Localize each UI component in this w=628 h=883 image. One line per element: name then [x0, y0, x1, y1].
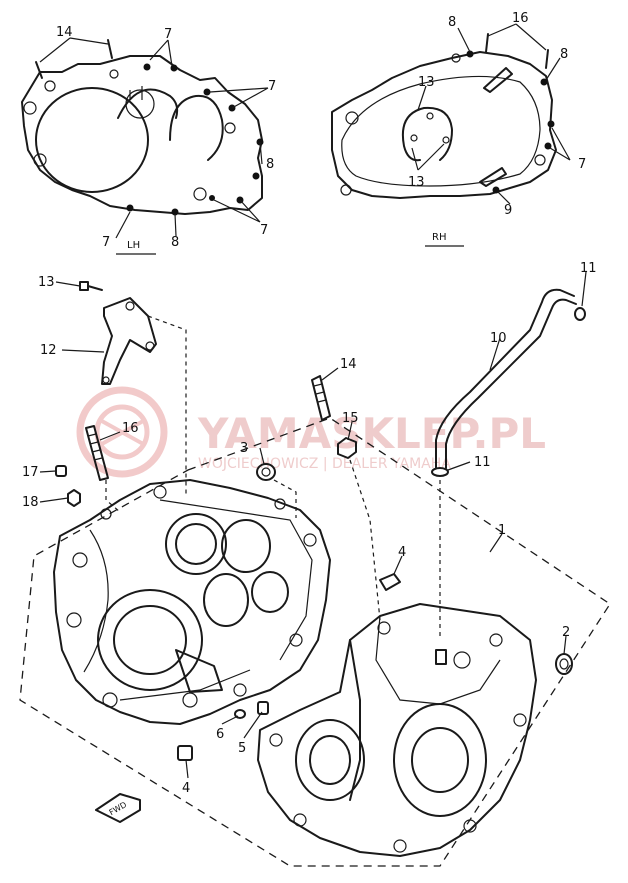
- gasket-left-label: LH: [127, 240, 140, 251]
- callout-16: 16: [122, 421, 139, 436]
- part-18-nut: [67, 489, 81, 507]
- part-14-stud: [311, 375, 331, 421]
- gasket-right-label: RH: [432, 232, 446, 243]
- callout-3: 3: [240, 441, 248, 456]
- callouts: 14 7 7 8 7 7 8 8 16 8 13 7 13 9 13 11 10…: [22, 11, 597, 796]
- callout-14: 14: [340, 357, 357, 372]
- callout-7-top-left: 7: [164, 27, 172, 42]
- callout-1: 1: [498, 523, 506, 538]
- callout-13-right-top: 13: [418, 75, 435, 90]
- callout-15: 15: [342, 411, 359, 426]
- callout-8-right: 8: [560, 47, 568, 62]
- callout-11-upper: 11: [580, 261, 597, 276]
- leader-lines: [39, 23, 587, 779]
- part-4-dowel-upper: [379, 573, 401, 591]
- crankcase-assembly-outline: [19, 417, 611, 867]
- callout-16-right: 16: [512, 11, 529, 26]
- callout-17: 17: [22, 465, 39, 480]
- callout-9: 9: [504, 203, 512, 218]
- callout-4-upper: 4: [398, 545, 406, 560]
- callout-11-lower: 11: [474, 455, 491, 470]
- gasket-right: [331, 33, 557, 199]
- callout-8-right-top: 8: [448, 15, 456, 30]
- crankcase-left-half: [53, 479, 331, 725]
- part-11-clip-lower: [431, 467, 449, 477]
- callout-6: 6: [216, 727, 224, 742]
- part-3-seal: [256, 463, 276, 481]
- watermark-logo-icon: [76, 386, 168, 478]
- watermark-tagline: WOJCIECHOWICZ | DEALER YAMAHA: [198, 456, 451, 472]
- callout-5: 5: [238, 741, 246, 756]
- watermark: YAMASKLEP.PL WOJCIECHOWICZ | DEALER YAMA…: [76, 386, 546, 478]
- callout-7-right: 7: [578, 157, 586, 172]
- callout-7-left-bottom-right: 7: [260, 223, 268, 238]
- callout-7-left-mid: 7: [268, 79, 276, 94]
- part-5-dowel: [257, 701, 269, 715]
- part-2-seal: [555, 653, 573, 675]
- part-16-stud: [85, 425, 109, 481]
- callout-4-lower: 4: [182, 781, 190, 796]
- gasket-left: [21, 39, 264, 216]
- part-11-clip-upper: [574, 307, 586, 321]
- callout-2: 2: [562, 625, 570, 640]
- watermark-brand: YAMASKLEP.PL: [197, 409, 546, 458]
- callout-14-left: 14: [56, 25, 73, 40]
- callout-13-right-bottom: 13: [408, 175, 425, 190]
- callout-8-left-mid: 8: [266, 157, 274, 172]
- part-10-breather-pipe: [435, 288, 577, 469]
- crankcase-right-half: [257, 603, 537, 857]
- part-4-dowel-lower: [177, 745, 193, 761]
- callout-12: 12: [40, 343, 57, 358]
- part-6-oring: [234, 709, 246, 719]
- callout-8-left-bottom: 8: [171, 235, 179, 250]
- part-15-nut: [337, 437, 357, 459]
- callout-13: 13: [38, 275, 55, 290]
- callout-10: 10: [490, 331, 507, 346]
- fwd-arrow-icon: [95, 793, 141, 823]
- part-12-bracket: [101, 297, 157, 385]
- part-17-dowel: [55, 465, 67, 477]
- callout-18: 18: [22, 495, 39, 510]
- part-13-bolt: [79, 281, 103, 291]
- fwd-label: FWD: [108, 800, 129, 817]
- callout-7-left-bottom: 7: [102, 235, 110, 250]
